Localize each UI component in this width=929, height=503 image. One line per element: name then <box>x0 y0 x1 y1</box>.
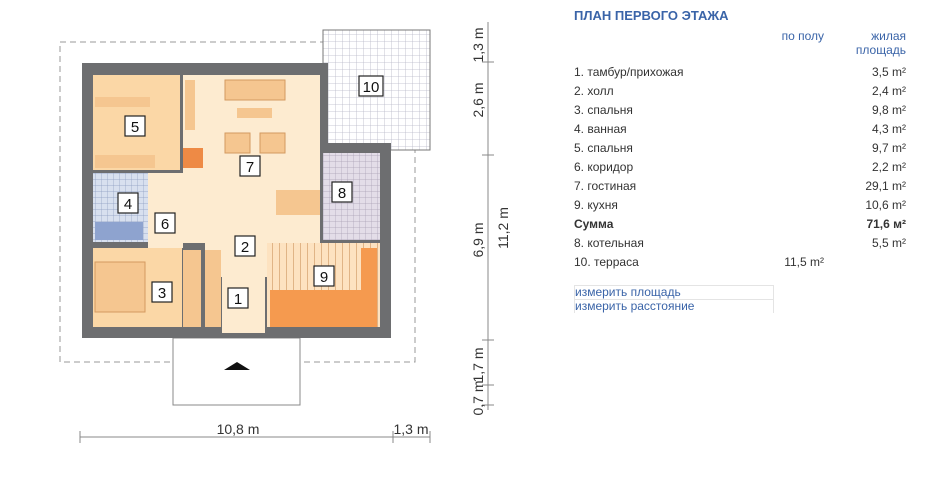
room-label-4: 4 <box>124 196 132 213</box>
living-area: 29,1 m² <box>865 179 906 193</box>
floor-area <box>744 196 824 215</box>
wardrobe <box>205 250 221 327</box>
room-label-9: 9 <box>320 269 328 286</box>
dim-v-top: 1,3 m <box>470 27 486 62</box>
room-name: 1. тамбур/прихожая <box>574 65 684 79</box>
dim-width: 10,8 m <box>217 421 260 437</box>
col-living-header: жилая площадь <box>855 29 906 57</box>
room-name: 8. котельная <box>574 236 644 250</box>
porch <box>172 337 301 406</box>
floor-plan: 1 2 3 4 5 6 7 8 9 10 10,8 m 1,3 m 1,3 m … <box>59 22 511 443</box>
room-name: 2. холл <box>574 84 614 98</box>
room-name: 7. гостиная <box>574 179 637 193</box>
dim-v-4: 1,7 m <box>470 347 486 382</box>
bed <box>95 97 150 107</box>
table-row: 8. котельная 5,5 m² <box>574 234 906 253</box>
coffee-table <box>237 108 272 118</box>
floor-area <box>744 101 824 120</box>
living-area: 2,2 m² <box>871 160 906 174</box>
floor-area <box>744 120 824 139</box>
floor-area: 11,5 m² <box>784 255 824 269</box>
living-area: 2,4 m² <box>871 84 906 98</box>
room-name: 6. коридор <box>574 160 634 174</box>
dining-table <box>276 190 320 215</box>
room-name: 9. кухня <box>574 198 618 212</box>
floor-area <box>744 177 824 196</box>
shelf <box>185 80 195 130</box>
room-label-6: 6 <box>161 216 169 233</box>
table-row: 9. кухня 10,6 m² <box>574 196 906 215</box>
measure-area-link[interactable]: измерить площадь <box>574 285 774 299</box>
floor-area <box>744 63 824 82</box>
room-6 <box>148 173 183 248</box>
room-name: 5. спальня <box>574 141 633 155</box>
desk <box>95 155 155 168</box>
entrance-arrow-icon <box>224 362 250 370</box>
table-row: 7. гостиная 29,1 m² <box>574 177 906 196</box>
table-row: 10. терраса 11,5 m² <box>574 253 906 272</box>
room-label-10: 10 <box>363 79 380 96</box>
room-label-8: 8 <box>338 185 346 202</box>
living-area: 5,5 m² <box>871 236 906 250</box>
wardrobe-2 <box>183 250 201 327</box>
floor-area <box>744 82 824 101</box>
living-area: 4,3 m² <box>871 122 906 136</box>
living-area: 9,7 m² <box>871 141 906 155</box>
room-name: Сумма <box>574 217 614 231</box>
table-row: 5. спальня 9,7 m² <box>574 139 906 158</box>
room-label-3: 3 <box>158 285 166 302</box>
floor-area <box>744 215 824 234</box>
kitchen-counter <box>270 290 377 327</box>
living-area: 71,6 м² <box>866 217 906 231</box>
floor-area <box>744 234 824 253</box>
dim-v-total: 11,2 m <box>495 207 511 249</box>
room-label-1: 1 <box>234 291 242 308</box>
floor-area <box>744 139 824 158</box>
living-area: 9,8 m² <box>871 103 906 117</box>
area-table-panel: ПЛАН ПЕРВОГО ЭТАЖА по полу жилая площадь… <box>574 8 906 313</box>
dim-terrace-width: 1,3 m <box>393 421 428 437</box>
room-name: 10. терраса <box>574 255 639 269</box>
dim-v-2: 2,6 m <box>470 82 486 117</box>
armchair <box>224 132 251 154</box>
table-row: 4. ванная 4,3 m² <box>574 120 906 139</box>
room-name: 4. ванная <box>574 122 627 136</box>
dim-v-3: 6,9 m <box>470 222 486 257</box>
table-row: Сумма 71,6 м² <box>574 215 906 234</box>
sofa <box>224 79 286 101</box>
col-floor-header: по полу <box>781 29 824 43</box>
floor-area <box>744 158 824 177</box>
kitchen-counter-side <box>361 248 377 327</box>
room-name: 3. спальня <box>574 103 633 117</box>
living-area: 3,5 m² <box>871 65 906 79</box>
measure-distance-link[interactable]: измерить расстояние <box>574 299 774 313</box>
table-row: 2. холл 2,4 m² <box>574 82 906 101</box>
armchair-2 <box>259 132 286 154</box>
fireplace <box>183 148 203 168</box>
panel-title: ПЛАН ПЕРВОГО ЭТАЖА <box>574 8 729 23</box>
table-row: 1. тамбур/прихожая 3,5 m² <box>574 63 906 82</box>
double-bed <box>94 261 146 313</box>
room-label-7: 7 <box>246 159 254 176</box>
room-label-5: 5 <box>131 119 139 136</box>
living-area: 10,6 m² <box>865 198 906 212</box>
table-header: по полу жилая площадь <box>574 29 906 63</box>
living-area <box>824 253 906 272</box>
bathtub <box>95 222 143 240</box>
table-row: 3. спальня 9,8 m² <box>574 101 906 120</box>
room-label-2: 2 <box>241 239 249 256</box>
table-row: 6. коридор 2,2 m² <box>574 158 906 177</box>
dim-v-5: 0,7 m <box>470 380 486 415</box>
